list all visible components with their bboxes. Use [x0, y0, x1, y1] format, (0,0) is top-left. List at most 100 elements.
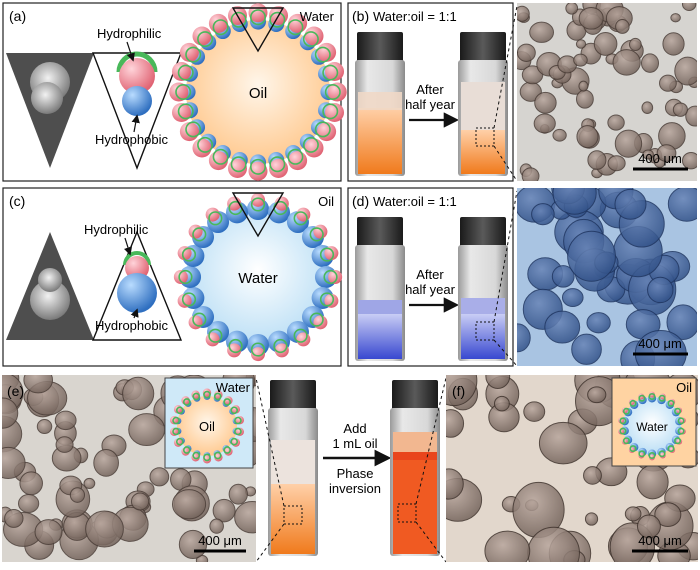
scale-b: 400 μm — [638, 151, 682, 166]
particle-ring-a — [169, 3, 347, 181]
droplet — [122, 376, 155, 411]
sem-particle-c — [30, 280, 70, 320]
droplet — [584, 512, 599, 526]
droplet — [681, 3, 697, 12]
janus-particle — [227, 152, 248, 179]
janus-particle — [177, 245, 205, 268]
droplet — [485, 375, 511, 389]
droplet — [571, 333, 602, 365]
droplet — [493, 395, 510, 412]
janus-particle — [192, 26, 217, 51]
droplet — [55, 436, 74, 453]
inset-f-water: Water — [636, 420, 668, 434]
vial-b-after — [458, 32, 508, 176]
ratio-b: Water:oil = 1:1 — [373, 9, 457, 24]
droplet — [615, 19, 630, 34]
droplet — [19, 471, 43, 496]
janus-particle — [229, 437, 241, 447]
droplet — [656, 144, 677, 162]
inset-e-oil: Oil — [199, 419, 215, 434]
janus-particle — [320, 82, 347, 102]
droplet — [565, 3, 579, 15]
droplet — [130, 492, 150, 511]
janus-particle — [232, 416, 245, 425]
label-hydrophobic-c: Hydrophobic — [95, 318, 168, 333]
inset-f: Oil Water — [611, 377, 697, 467]
janus-particle — [310, 119, 337, 142]
zoom-triangle-a — [231, 7, 285, 53]
janus-blue-c — [117, 273, 157, 313]
janus-particle — [213, 390, 223, 402]
panel-e: (e) Water Oil 400 μm — [2, 375, 256, 562]
inset-f-oil: Oil — [676, 380, 692, 395]
janus-particle — [628, 443, 639, 454]
janus-particle — [173, 266, 202, 288]
droplet — [23, 375, 53, 394]
droplet — [4, 508, 24, 528]
arrow-d-line1: After — [416, 267, 444, 282]
droplet — [647, 276, 674, 304]
janus-particle — [173, 437, 185, 447]
droplet — [446, 468, 464, 500]
droplet — [534, 91, 557, 114]
janus-particle — [675, 416, 686, 426]
janus-particle — [181, 445, 192, 456]
label-hydrophobic-a: Hydrophobic — [95, 132, 168, 147]
janus-particle — [301, 224, 328, 249]
droplet — [93, 448, 119, 477]
janus-particle — [311, 286, 339, 309]
droplet — [551, 265, 575, 288]
janus-particle — [188, 224, 215, 249]
panel-b-tag: (b) — [352, 8, 369, 24]
droplet — [666, 304, 697, 341]
janus-pink-a — [119, 58, 155, 94]
droplet — [2, 397, 19, 429]
droplet — [484, 530, 531, 562]
janus-particle — [301, 305, 328, 330]
janus-particle — [267, 330, 290, 358]
panel-c: (c) Hydrophilic Hydrophobic Water Oil — [2, 187, 343, 367]
droplet — [544, 310, 581, 344]
vial-d-before — [355, 217, 405, 361]
janus-particle — [638, 393, 647, 405]
janus-particle — [286, 320, 311, 347]
janus-particle — [657, 393, 666, 405]
janus-particle — [208, 144, 231, 171]
janus-particle — [638, 447, 647, 459]
droplet — [575, 39, 587, 49]
droplet — [636, 514, 661, 539]
droplet — [659, 74, 677, 92]
droplet — [685, 105, 697, 127]
droplet — [171, 489, 207, 520]
scale-f: 400 μm — [638, 533, 682, 548]
droplet — [629, 37, 642, 51]
panel-a-tag: (a) — [9, 8, 26, 24]
droplet — [212, 498, 236, 523]
panel-c-tag: (c) — [9, 193, 25, 209]
droplet — [531, 203, 555, 226]
janus-particle — [621, 435, 633, 445]
label-oil-a: Oil — [249, 85, 267, 102]
janus-particle — [173, 405, 185, 415]
janus-particle — [169, 416, 182, 425]
janus-particle — [665, 443, 676, 454]
droplet — [614, 129, 643, 158]
droplet — [587, 150, 607, 170]
droplet — [517, 323, 531, 353]
droplet — [662, 32, 685, 56]
janus-particle — [226, 330, 249, 358]
scale-e: 400 μm — [198, 533, 242, 548]
janus-particle — [213, 450, 223, 462]
droplet — [583, 466, 602, 485]
droplet — [228, 483, 248, 505]
janus-particle — [171, 61, 198, 82]
janus-blue-a — [122, 86, 152, 116]
label-water-c: Water — [238, 270, 277, 287]
panel-b: (b) Water:oil = 1:1 After half year 400 … — [347, 2, 697, 182]
vial-f — [390, 380, 440, 556]
janus-particle — [671, 435, 683, 445]
janus-particle — [169, 82, 196, 102]
janus-particle — [188, 305, 215, 330]
droplet — [128, 413, 166, 447]
zoom-triangle-c — [231, 192, 285, 238]
